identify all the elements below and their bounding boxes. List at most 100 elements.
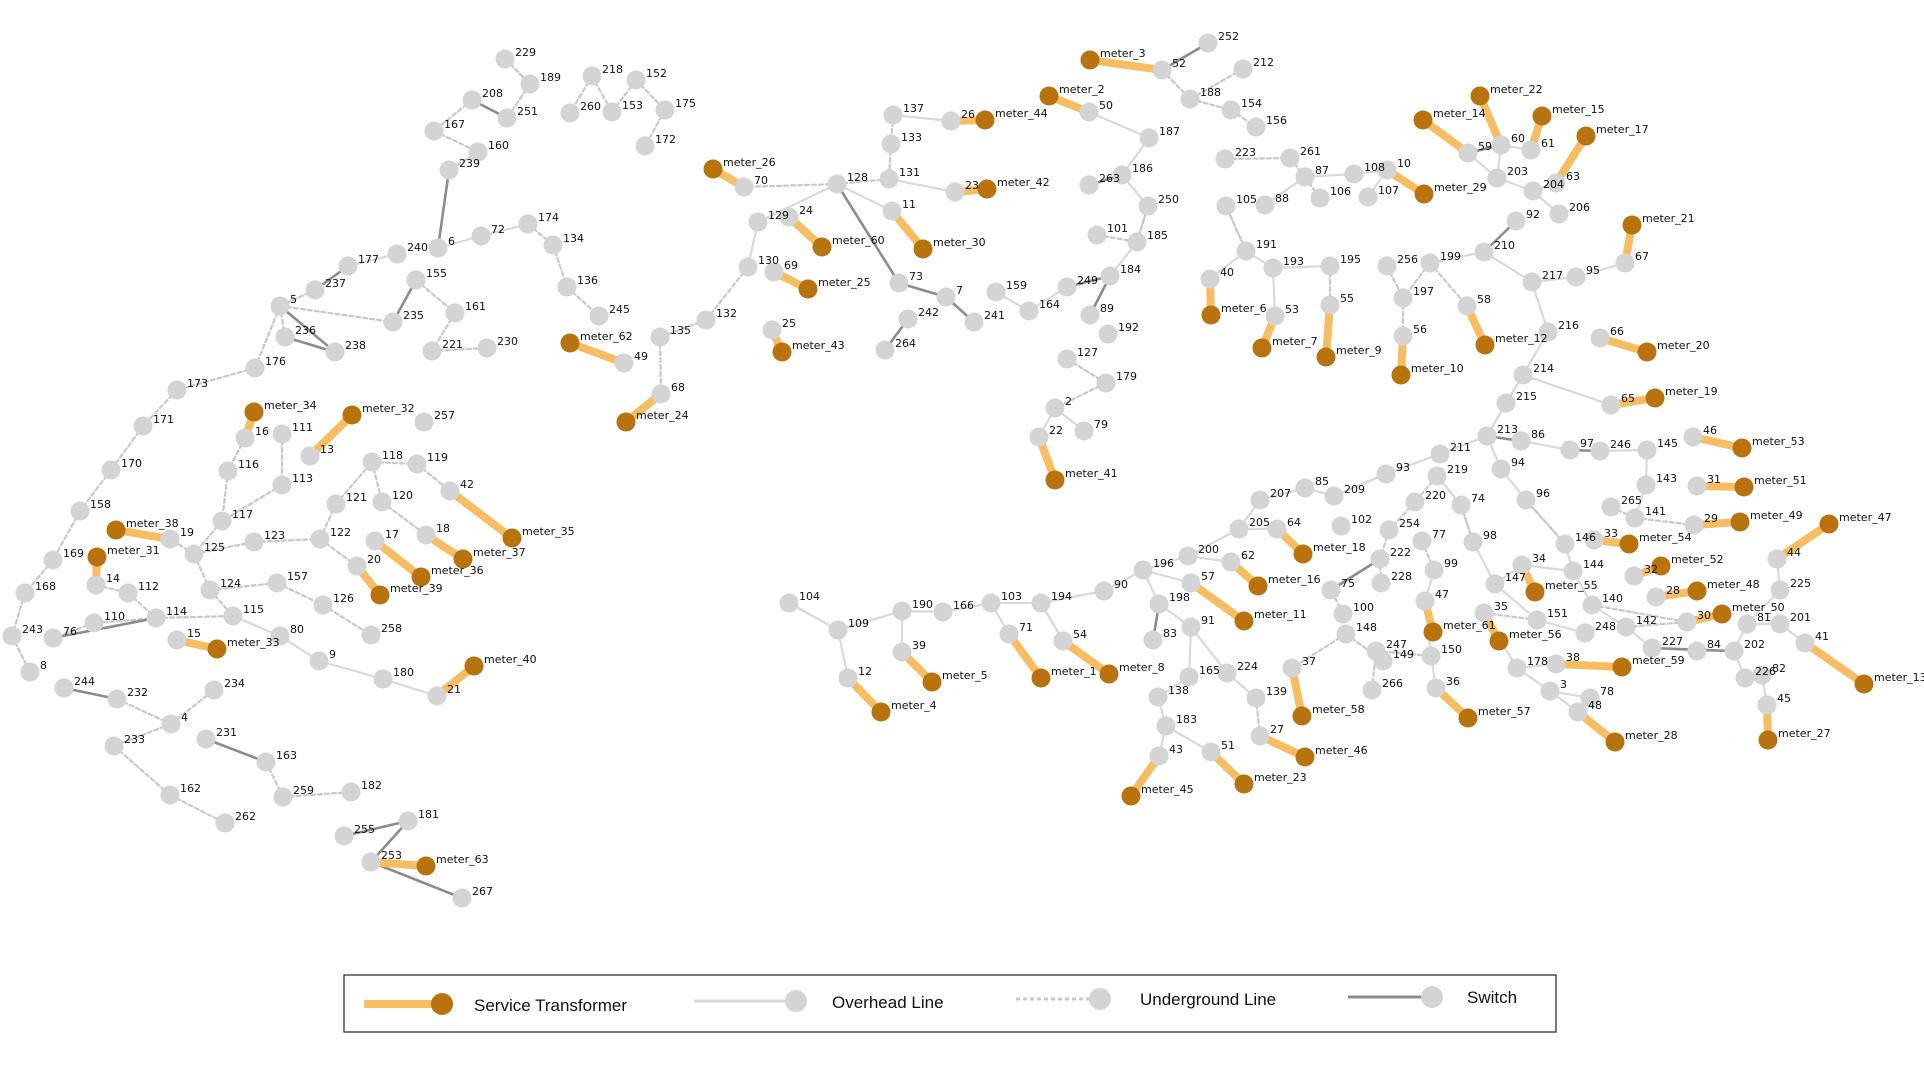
network-edges [10,41,1868,900]
bus-node [428,238,448,258]
bus-node [1320,295,1340,315]
bus-node [1370,549,1390,569]
node-label: 212 [1253,56,1274,69]
node-label: meter_11 [1254,608,1307,621]
bus-node [543,235,563,255]
node-label: 194 [1051,590,1072,603]
node-label: 161 [465,300,486,313]
bus-node [1376,464,1396,484]
bus-node [196,729,216,749]
node-label: 3 [1560,678,1567,691]
bus-node [1538,322,1558,342]
bus-node [1079,102,1099,122]
meter-node [922,672,942,692]
node-label: meter_30 [933,236,986,249]
node-label: 75 [1341,577,1355,590]
node-label: 21 [447,683,461,696]
node-label: 224 [1237,660,1258,673]
node-label: 113 [292,472,313,485]
bus-node [1371,573,1391,593]
node-label: 258 [381,622,402,635]
node-label: 60 [1511,132,1525,145]
node-label: 173 [187,377,208,390]
bus-node [696,310,716,330]
node-label: 14 [106,572,120,585]
node-label: 165 [1199,664,1220,677]
bus-node [779,207,799,227]
bus-node [1513,365,1533,385]
node-label: 205 [1249,516,1270,529]
bus-node [1491,459,1511,479]
node-label: 63 [1566,170,1580,183]
node-label: 220 [1425,489,1446,502]
underground-line-edge [112,744,172,797]
bus-node [452,888,472,908]
node-label: 208 [482,87,503,100]
node-label: 62 [1241,549,1255,562]
node-label: 43 [1169,743,1183,756]
service-transformer-swatch-node [431,993,453,1015]
bus-node [1362,680,1382,700]
bus-node [589,306,609,326]
meter-node [207,639,227,659]
node-label: 144 [1583,558,1604,571]
overhead-line-edge [1189,625,1229,675]
node-label: 256 [1397,253,1418,266]
node-label: 152 [646,67,667,80]
bus-node [1053,631,1073,651]
node-label: 27 [1270,723,1284,736]
switch-swatch-node [1421,986,1443,1008]
bus-node [1426,678,1446,698]
bus-node [1233,59,1253,79]
underground-line-edge [115,697,173,726]
bus-node [1474,603,1494,623]
bus-node [1133,560,1153,580]
bus-node [272,424,292,444]
node-label: 92 [1526,208,1540,221]
overhead-line-edge [1186,527,1241,558]
underground-line-edge [658,335,663,396]
bus-node [133,416,153,436]
node-label: meter_49 [1750,509,1803,522]
node-label: 70 [754,174,768,187]
bus-node [1221,100,1241,120]
meter-node [502,528,522,548]
bus-node [365,531,385,551]
node-label: 158 [90,498,111,511]
meter-node [1854,674,1874,694]
bus-node [1770,580,1790,600]
node-label: 44 [1787,546,1801,559]
node-label: 72 [491,223,505,236]
meter-node [772,342,792,362]
bus-node [1181,573,1201,593]
node-label: meter_6 [1221,302,1267,315]
bus-node [1377,160,1397,180]
node-label: 229 [515,46,536,59]
node-label: 121 [346,491,367,504]
node-label: meter_10 [1411,362,1464,375]
meter-node [1576,126,1596,146]
node-label: 162 [180,782,201,795]
bus-node [1180,89,1200,109]
bus-node [1358,187,1378,207]
bus-node [1029,427,1049,447]
bus-node [1491,135,1511,155]
bus-node [1496,393,1516,413]
node-label: meter_51 [1754,474,1807,487]
node-label: 252 [1218,30,1239,43]
node-label: 157 [287,570,308,583]
bus-node [495,49,515,69]
bus-node [267,573,287,593]
bus-node [518,214,538,234]
bus-node [1143,630,1163,650]
node-label: 216 [1558,319,1579,332]
meter-node [464,656,484,676]
bus-node [1795,633,1815,653]
node-label: meter_58 [1312,703,1365,716]
node-label: 230 [497,335,518,348]
bus-node [981,593,1001,613]
bus-node [1216,196,1236,216]
node-label: 137 [903,102,924,115]
bus-node [838,668,858,688]
